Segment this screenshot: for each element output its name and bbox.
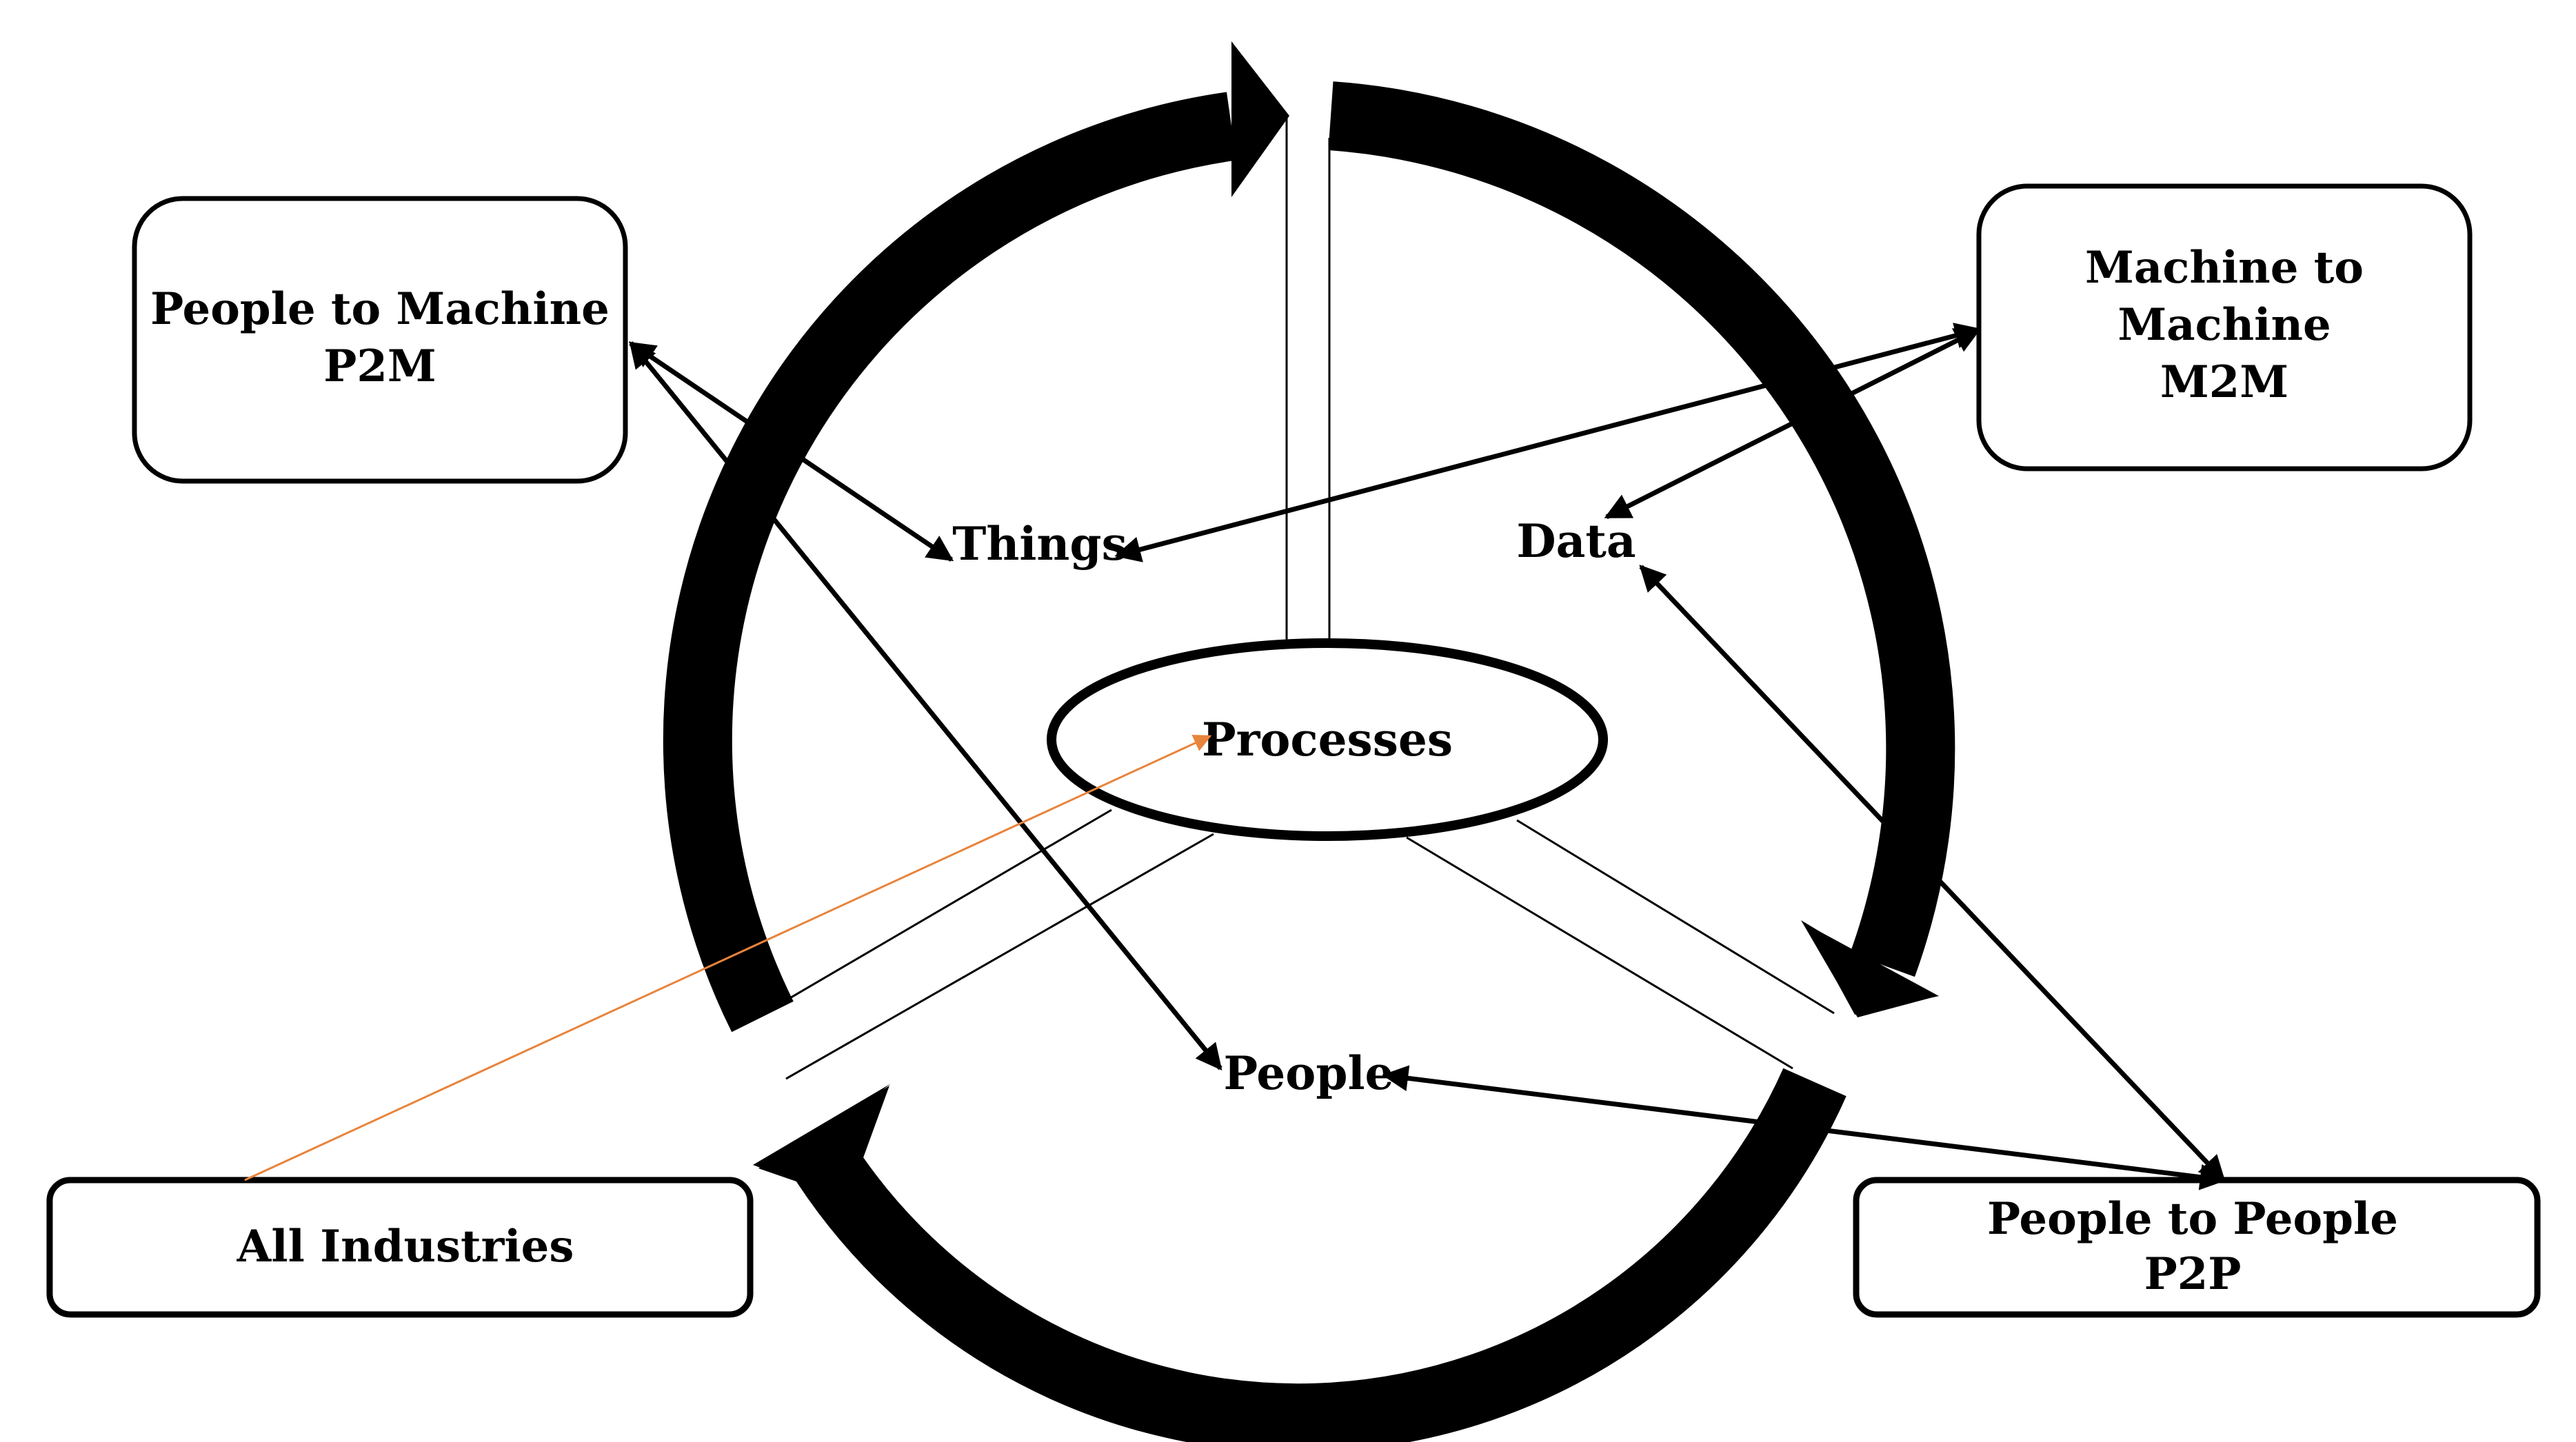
arrow-all-industries-processes bbox=[244, 734, 1212, 1181]
box-people-to-people: People to People P2P bbox=[1853, 1177, 2541, 1318]
things-label: Things bbox=[952, 517, 1127, 571]
all-industries-label: All Industries bbox=[237, 1221, 574, 1272]
connector-right-upper bbox=[1516, 819, 1835, 1015]
connector-left-upper bbox=[763, 809, 1112, 1015]
arrow-p2p-people bbox=[1382, 1065, 2226, 1190]
data-label: Data bbox=[1516, 514, 1636, 568]
m2m-line2: Machine bbox=[2117, 299, 2331, 351]
cycle-arrowhead-top bbox=[1231, 41, 1289, 197]
connector-left-lower bbox=[785, 833, 1214, 1080]
p2p-line1: People to People bbox=[1987, 1193, 2398, 1245]
p2p-line2: P2P bbox=[2144, 1248, 2242, 1300]
p2m-line1: People to Machine bbox=[150, 283, 610, 335]
cycle-arrowhead-bottom-tip bbox=[753, 1084, 891, 1201]
box-all-industries: All Industries bbox=[46, 1177, 754, 1318]
m2m-line1: Machine to bbox=[2085, 242, 2364, 294]
cycle-arc-bottom bbox=[784, 1068, 1847, 1442]
p2m-line2: P2M bbox=[323, 341, 436, 392]
arrow-p2m-people bbox=[629, 341, 1222, 1070]
box-machine-to-machine: Machine to Machine M2M bbox=[1976, 183, 2473, 471]
people-label: People bbox=[1223, 1046, 1393, 1100]
arrow-m2m-data bbox=[1604, 327, 1982, 520]
cycle-arc-left bbox=[663, 92, 1237, 1033]
m2m-line3: M2M bbox=[2160, 356, 2288, 408]
processes-label: Processes bbox=[1202, 713, 1453, 766]
box-people-to-machine: People to Machine P2M bbox=[132, 196, 628, 484]
